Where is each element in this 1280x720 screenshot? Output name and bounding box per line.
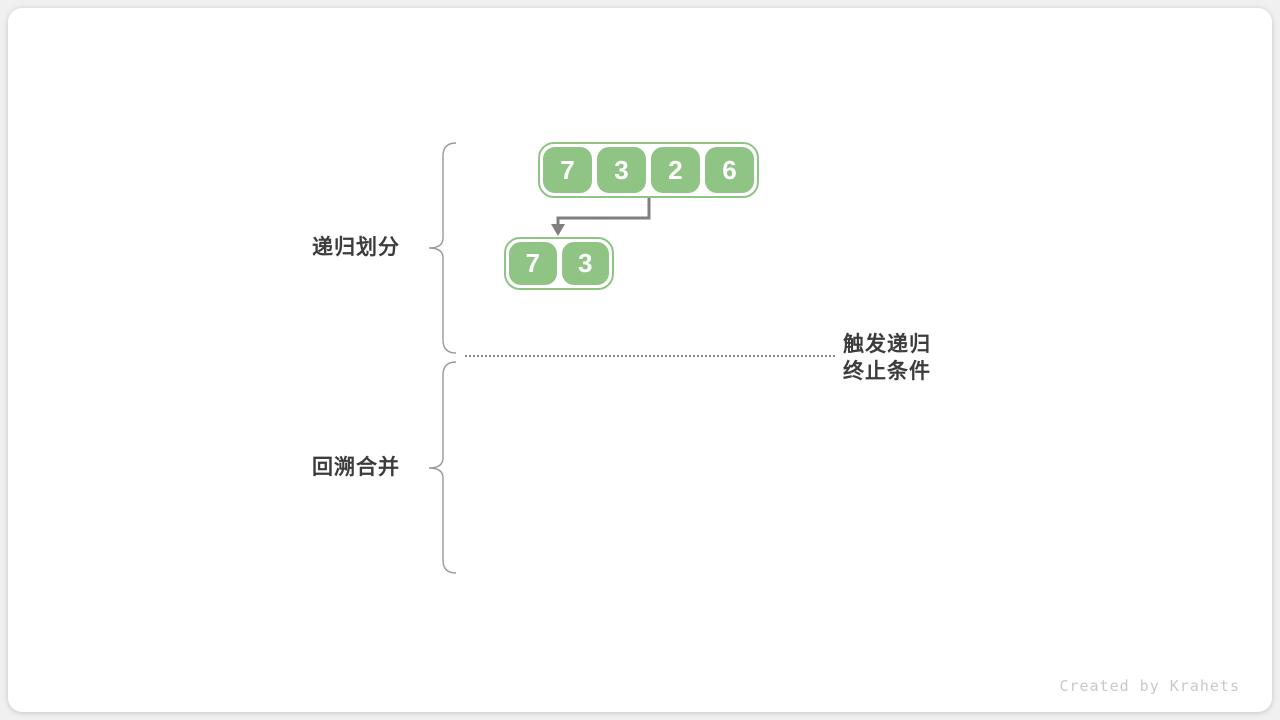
array-level1: 7 3 2 6	[538, 142, 759, 198]
termination-condition-label: 触发递归 终止条件	[843, 331, 931, 385]
array-cell: 2	[651, 147, 700, 193]
array-level2: 7 3	[504, 237, 614, 290]
termination-condition-line2: 终止条件	[843, 360, 931, 383]
array-cell: 6	[705, 147, 754, 193]
termination-condition-line1: 触发递归	[843, 333, 931, 356]
divide-phase-label: 递归划分	[312, 236, 400, 259]
array-cell: 7	[509, 242, 557, 285]
diagram-card	[8, 8, 1272, 712]
array-cell: 3	[561, 242, 609, 285]
merge-phase-label: 回溯合并	[312, 456, 400, 479]
watermark-text: Created by Krahets	[1059, 677, 1240, 695]
termination-dotted-line	[465, 355, 835, 357]
array-cell: 3	[597, 147, 646, 193]
array-cell: 7	[543, 147, 592, 193]
